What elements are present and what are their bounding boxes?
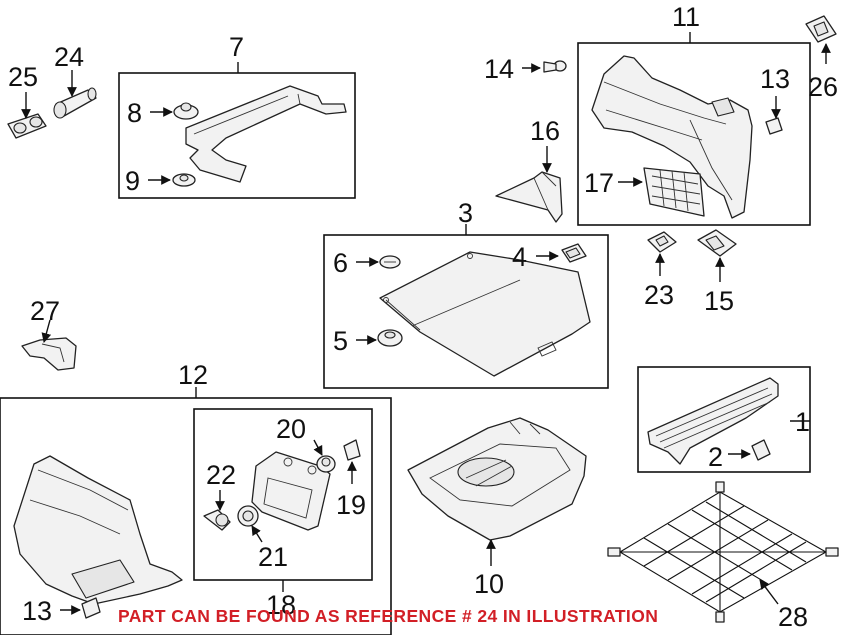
callout-18: 18 xyxy=(266,590,296,620)
callout-5: 5 xyxy=(333,326,348,356)
part-25-clip xyxy=(7,113,47,139)
callout-11: 11 xyxy=(672,2,700,32)
callout-19: 19 xyxy=(336,490,366,520)
part-22-knob xyxy=(203,509,231,531)
reference-notice: PART CAN BE FOUND AS REFERENCE # 24 IN I… xyxy=(118,606,659,626)
callout-9: 9 xyxy=(125,166,140,196)
part-24-sleeve xyxy=(53,87,97,119)
callout-26: 26 xyxy=(808,72,838,102)
callout-6: 6 xyxy=(333,248,348,278)
callout-24: 24 xyxy=(54,42,84,72)
leader-27 xyxy=(41,319,52,343)
part-14-screw xyxy=(543,60,567,73)
part-26-cap xyxy=(805,15,837,43)
leader-28 xyxy=(759,579,779,605)
part-10-wheel-well xyxy=(407,417,587,541)
callout-21: 21 xyxy=(258,542,288,572)
callout-10: 10 xyxy=(474,569,504,599)
part-7-bracket xyxy=(185,85,347,183)
callout-16: 16 xyxy=(530,116,560,146)
group-box-11 xyxy=(577,42,811,226)
callout-7: 7 xyxy=(229,32,244,62)
part-18-housing xyxy=(251,451,331,531)
callout-2: 2 xyxy=(708,442,723,472)
group-box-1 xyxy=(637,366,811,473)
part-27-bracket xyxy=(21,337,77,371)
callout-15: 15 xyxy=(704,286,734,316)
callout-28: 28 xyxy=(778,602,808,632)
part-3-floor-cover xyxy=(379,251,591,377)
callout-25: 25 xyxy=(8,62,38,92)
part-23-clip xyxy=(647,231,677,253)
part-5-washer xyxy=(377,329,403,347)
callout-20: 20 xyxy=(276,414,306,444)
part-20-grommet xyxy=(316,455,336,473)
callout-4: 4 xyxy=(512,242,527,272)
leader-20 xyxy=(313,439,323,456)
callout-13-top: 13 xyxy=(760,64,790,94)
callout-27: 27 xyxy=(30,296,60,326)
callout-17: 17 xyxy=(584,168,614,198)
part-13-clip-bottom xyxy=(81,597,101,619)
callout-22: 22 xyxy=(206,460,236,490)
part-4-clip xyxy=(561,243,587,263)
part-19-clip xyxy=(343,439,361,461)
part-8-grommet xyxy=(173,102,199,120)
group-box-7 xyxy=(118,72,356,199)
part-9-washer xyxy=(172,173,196,187)
part-2-clip xyxy=(751,439,771,461)
part-6-washer xyxy=(379,255,401,269)
callout-23: 23 xyxy=(644,280,674,310)
part-15-clip xyxy=(697,229,737,257)
callout-3: 3 xyxy=(458,198,473,228)
part-1-sill-trim xyxy=(647,377,779,465)
part-17-net-pocket xyxy=(643,167,705,217)
part-28-cargo-net xyxy=(607,481,839,623)
callout-8: 8 xyxy=(127,98,142,128)
callout-13-bottom: 13 xyxy=(22,596,52,626)
part-11-trim-panel xyxy=(591,55,753,219)
part-12-side-trim xyxy=(13,455,183,605)
callout-12: 12 xyxy=(178,360,208,390)
callout-1: 1 xyxy=(795,407,810,437)
callout-14: 14 xyxy=(484,54,514,84)
part-13-clip-top xyxy=(765,117,783,135)
part-21-ring xyxy=(237,505,259,527)
leader-21 xyxy=(251,525,263,543)
part-16-panel xyxy=(495,171,563,223)
